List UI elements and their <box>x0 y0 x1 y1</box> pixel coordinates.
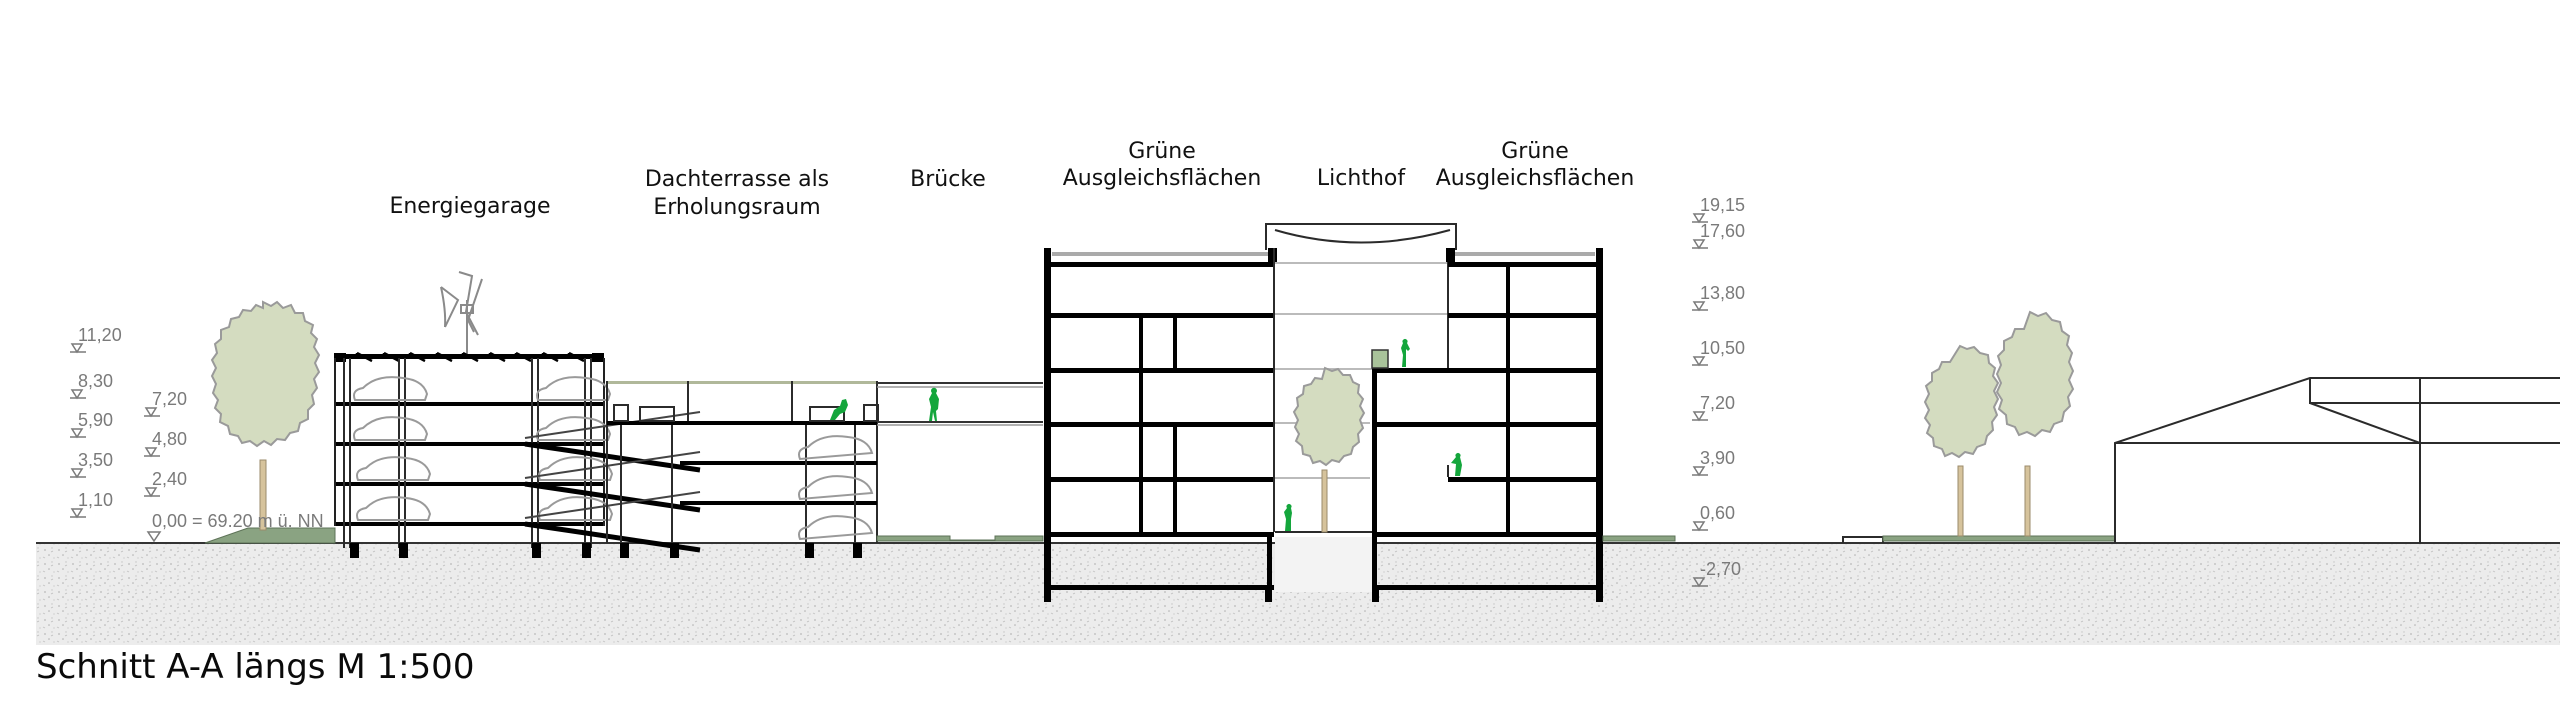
label-energiegarage: Energiegarage <box>389 194 550 219</box>
label-gruene-2b: Ausgleichsflächen <box>1436 166 1635 191</box>
level-label: 7,20 <box>1700 393 1735 413</box>
right-landscape <box>1842 310 2560 543</box>
level-label: -2,70 <box>1700 559 1741 579</box>
label-bruecke: Brücke <box>910 167 986 192</box>
level-label: 11,20 <box>78 325 122 345</box>
main-building <box>1044 223 1676 602</box>
level-label: 8,30 <box>78 371 113 391</box>
level-label: 5,90 <box>78 410 113 430</box>
person-sitting <box>830 399 848 420</box>
tree-crown <box>210 300 321 448</box>
level-marker-icon <box>144 487 160 498</box>
tree-left <box>210 300 321 531</box>
person-walking <box>929 387 939 421</box>
tree-right-2 <box>1995 310 2075 537</box>
level-marker-icon <box>70 468 86 479</box>
parked-cars <box>353 376 614 521</box>
energiegarage-building <box>334 271 862 558</box>
ramps <box>524 411 701 553</box>
level-label: 4,80 <box>152 429 187 449</box>
level-marker-icon <box>1692 411 1708 422</box>
tree-trunk <box>259 459 267 531</box>
level-marker-icon <box>70 389 86 400</box>
level-marker-icon <box>70 428 86 439</box>
person-terrace <box>1401 338 1410 367</box>
tree-lichthof <box>1292 366 1366 533</box>
person-balcony <box>1451 452 1462 476</box>
wind-turbine-icon <box>440 271 483 355</box>
zone-labels: Energiegarage Dachterrasse als Erholungs… <box>389 139 1634 220</box>
level-marker-icon <box>144 447 160 458</box>
label-gruene-1a: Grüne <box>1128 139 1196 164</box>
label-gruene-2a: Grüne <box>1501 139 1569 164</box>
level-label: 3,90 <box>1700 448 1735 468</box>
level-label: 0,60 <box>1700 503 1735 523</box>
level-marker-icon <box>1692 577 1708 588</box>
level-label: 17,60 <box>1700 221 1745 241</box>
level-marker-icon <box>1692 239 1708 250</box>
level-marks-right: 19,15 17,60 13,80 10,50 7,20 3,90 0,60 -2,70 <box>1692 195 1745 588</box>
level-label: 1,10 <box>78 490 113 510</box>
level-label: 3,50 <box>78 450 113 470</box>
dachterrasse-building <box>606 381 879 543</box>
label-dachterrasse-2: Erholungsraum <box>653 195 820 220</box>
grass-slope <box>204 527 336 544</box>
level-label: 2,40 <box>152 469 187 489</box>
level-marker-icon <box>70 508 86 519</box>
level-marker-icon <box>1692 301 1708 312</box>
level-label: 10,50 <box>1700 338 1745 358</box>
left-landscape <box>204 300 336 544</box>
label-dachterrasse-1: Dachterrasse als <box>645 167 829 192</box>
solar-panels <box>355 351 585 363</box>
level-marks-left: 11,20 8,30 5,90 3,50 1,10 7,20 4,80 2,40 <box>70 325 187 519</box>
drawing-title: Schnitt A-A längs M 1:500 <box>36 647 474 687</box>
level-label: 19,15 <box>1700 195 1745 215</box>
neighbour-building <box>2114 377 2560 543</box>
level-marker-icon <box>1692 356 1708 367</box>
level-marker-icon <box>1692 521 1708 532</box>
bridge <box>876 382 1044 542</box>
datum-label: 0,00 = 69.20 m ü. NN <box>152 511 324 531</box>
level-label: 7,20 <box>152 389 187 409</box>
level-marker-icon <box>144 407 160 418</box>
label-lichthof: Lichthof <box>1317 166 1406 191</box>
label-gruene-1b: Ausgleichsflächen <box>1063 166 1262 191</box>
person-lichthof <box>1284 504 1292 531</box>
level-marker-icon <box>1692 466 1708 477</box>
level-marker-icon <box>1692 213 1708 224</box>
level-marker-icon <box>70 343 86 354</box>
level-label: 13,80 <box>1700 283 1745 303</box>
tree-right-1 <box>1923 344 2000 537</box>
planter <box>1371 349 1389 369</box>
